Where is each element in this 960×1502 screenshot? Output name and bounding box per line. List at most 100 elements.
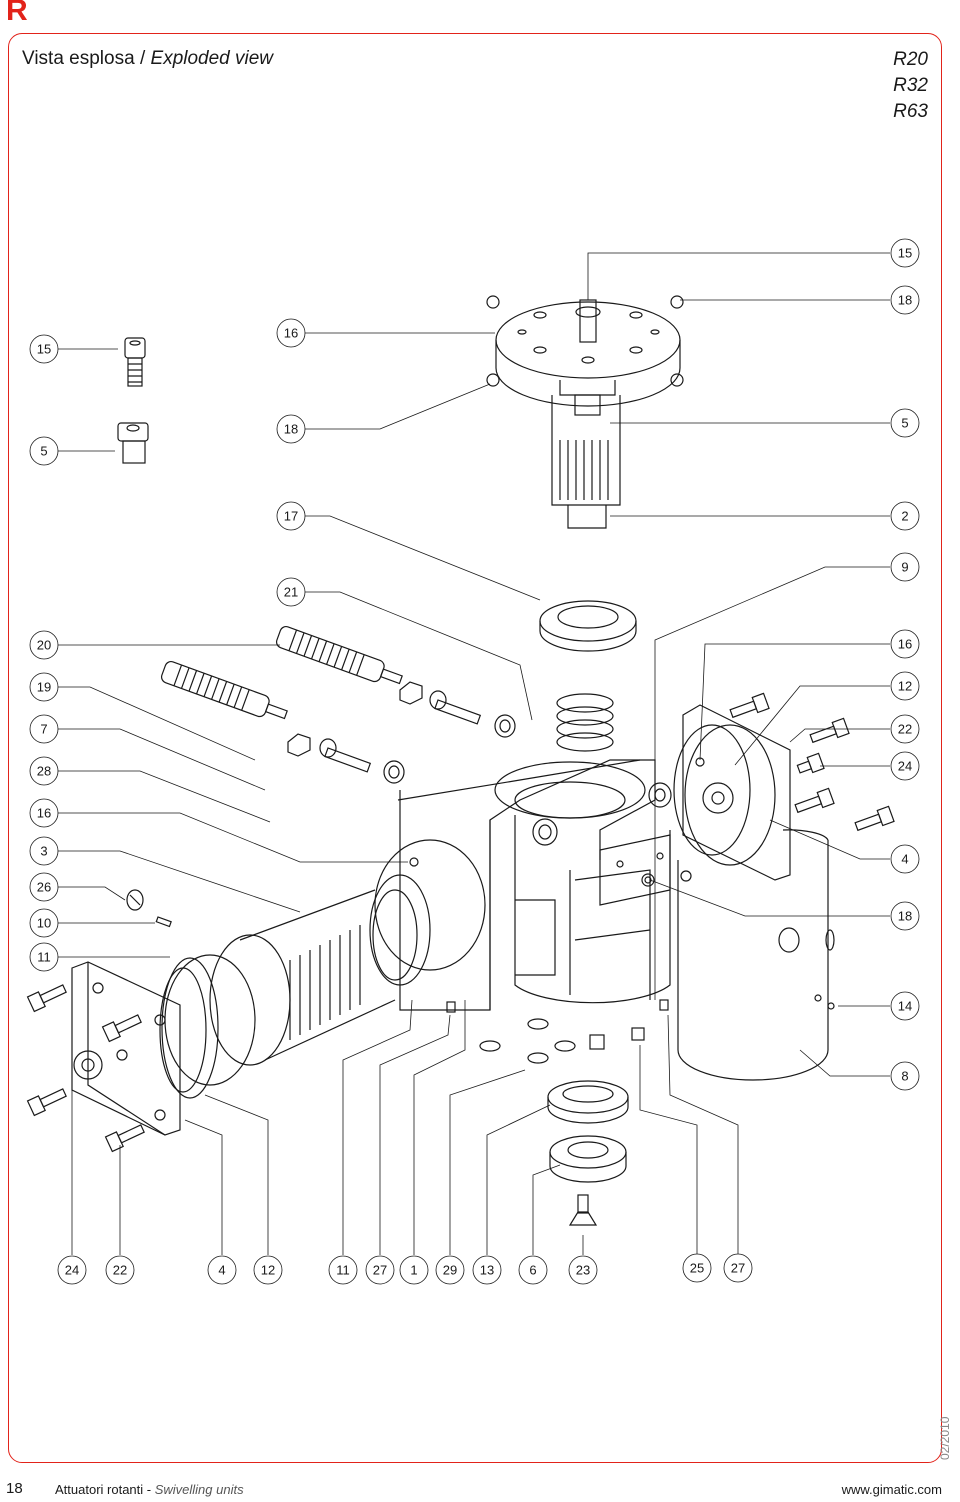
callout-label-right-2: 5 xyxy=(901,416,908,431)
right-end-cap xyxy=(673,704,791,881)
title-english: Exploded view xyxy=(150,48,274,69)
callout-circle xyxy=(29,908,59,938)
callout-label-bottom-0: 24 xyxy=(65,1263,79,1278)
footer-url-link[interactable]: www.gimatic.com xyxy=(841,1482,942,1497)
cover-8 xyxy=(677,829,835,1081)
footer-section: Attuatori rotanti - Swivelling units xyxy=(55,1482,244,1497)
callout-label-right-12: 8 xyxy=(901,1069,908,1084)
callout-circle xyxy=(435,1255,465,1285)
callout-circle xyxy=(29,756,59,786)
callout-label-bottom-8: 13 xyxy=(480,1263,494,1278)
callout-circle xyxy=(682,1253,712,1283)
adjust-screw-19 xyxy=(160,661,288,720)
loose-bushing-5 xyxy=(117,422,149,464)
callout-label-right-5: 16 xyxy=(898,637,912,652)
small-parts-bottom xyxy=(446,999,669,1226)
callout-circle xyxy=(890,285,920,315)
callout-circle xyxy=(399,1255,429,1285)
callout-circle xyxy=(890,901,920,931)
adjust-screw-20 xyxy=(275,626,403,685)
callout-label-right-1: 18 xyxy=(898,293,912,308)
callout-label-center-top-2: 17 xyxy=(284,509,298,524)
callout-circle xyxy=(29,630,59,660)
callout-label-left-7: 3 xyxy=(40,844,47,859)
callout-label-left-9: 10 xyxy=(37,916,51,931)
callout-label-right-4: 9 xyxy=(901,560,908,575)
callout-circle xyxy=(890,552,920,582)
callout-circle xyxy=(276,501,306,531)
callout-label-bottom-11: 25 xyxy=(690,1261,704,1276)
screws-right xyxy=(729,692,895,832)
actuator-body xyxy=(374,759,692,1011)
callout-label-right-0: 15 xyxy=(898,246,912,261)
callout-circle xyxy=(29,672,59,702)
callout-circle xyxy=(890,629,920,659)
callout-label-bottom-7: 29 xyxy=(443,1263,457,1278)
callout-label-right-11: 14 xyxy=(898,999,912,1014)
callout-circle xyxy=(29,872,59,902)
callout-circle xyxy=(253,1255,283,1285)
callout-circle xyxy=(276,414,306,444)
callout-label-left-0: 15 xyxy=(37,342,51,357)
callout-label-left-6: 16 xyxy=(37,806,51,821)
callout-label-bottom-12: 27 xyxy=(731,1261,745,1276)
seal-ring-17 xyxy=(539,600,637,652)
callout-label-right-9: 4 xyxy=(901,852,908,867)
callout-labels: 1552019728163261011161817211518529161222… xyxy=(29,238,920,1285)
leader-lines xyxy=(58,252,890,1255)
page-frame xyxy=(8,33,942,1463)
callout-circle xyxy=(890,238,920,268)
title-italian: Vista esplosa xyxy=(22,48,135,69)
left-end-cap xyxy=(71,961,181,1136)
callout-circle xyxy=(29,798,59,828)
model-r20: R20 xyxy=(893,49,928,70)
callout-label-left-5: 28 xyxy=(37,764,51,779)
callout-circle xyxy=(207,1255,237,1285)
footer-section-english: Swivelling units xyxy=(154,1482,244,1497)
nuts-and-bushings xyxy=(287,681,516,784)
callout-circle xyxy=(365,1255,395,1285)
callout-circle xyxy=(29,942,59,972)
output-flange-assembly xyxy=(486,295,684,529)
callout-circle xyxy=(890,751,920,781)
callout-label-bottom-9: 6 xyxy=(529,1263,536,1278)
callout-label-center-top-3: 21 xyxy=(284,585,298,600)
callout-circle xyxy=(276,318,306,348)
callout-label-left-10: 11 xyxy=(37,950,51,965)
model-r32: R32 xyxy=(893,75,928,96)
callout-circle xyxy=(890,714,920,744)
callout-label-bottom-5: 27 xyxy=(373,1263,387,1278)
callout-label-bottom-10: 23 xyxy=(576,1263,590,1278)
callout-label-bottom-4: 11 xyxy=(336,1263,350,1278)
title-separator: / xyxy=(134,48,151,69)
callout-circle xyxy=(890,991,920,1021)
callout-label-right-7: 22 xyxy=(898,722,912,737)
callout-circle xyxy=(890,408,920,438)
footer-section-italian: Attuatori rotanti xyxy=(55,1482,144,1497)
revision-date: 02/2010 xyxy=(938,1416,952,1460)
callout-label-left-1: 5 xyxy=(40,444,47,459)
callout-label-right-10: 18 xyxy=(898,909,912,924)
callout-circle xyxy=(105,1255,135,1285)
callout-label-right-6: 12 xyxy=(898,679,912,694)
callout-circle xyxy=(328,1255,358,1285)
callout-label-right-8: 24 xyxy=(898,759,912,774)
callout-label-bottom-6: 1 xyxy=(410,1263,417,1278)
loose-screw-15 xyxy=(124,337,146,387)
callout-circle xyxy=(57,1255,87,1285)
callout-label-left-8: 26 xyxy=(37,880,51,895)
callout-circle xyxy=(568,1255,598,1285)
callout-circle xyxy=(518,1255,548,1285)
spring-21 xyxy=(556,693,614,752)
callout-label-bottom-1: 22 xyxy=(113,1263,127,1278)
callout-label-bottom-2: 4 xyxy=(218,1263,225,1278)
callout-circle xyxy=(276,577,306,607)
callout-circle xyxy=(472,1255,502,1285)
callout-circle xyxy=(29,714,59,744)
callout-label-right-3: 2 xyxy=(901,509,908,524)
brand-letter: R xyxy=(6,0,28,27)
callout-circle xyxy=(890,1061,920,1091)
callout-circle xyxy=(890,501,920,531)
callout-circle xyxy=(890,671,920,701)
